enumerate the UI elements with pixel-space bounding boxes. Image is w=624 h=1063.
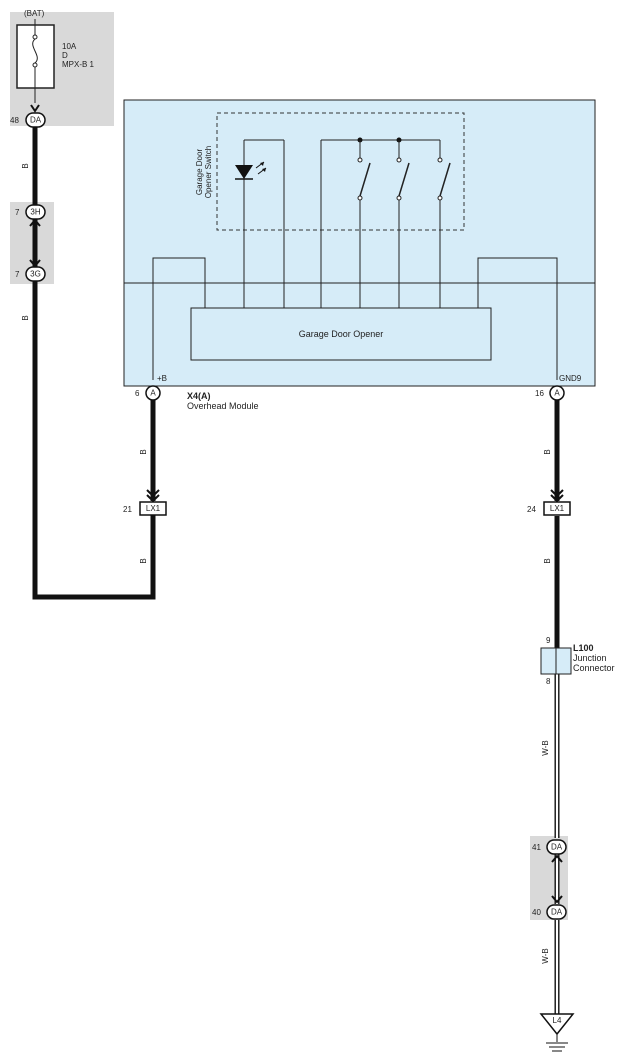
junction-id: L100 <box>573 643 594 653</box>
da40-pin: 40 <box>532 908 541 917</box>
connector-lx1-left: LX1 21 <box>123 501 167 516</box>
connector-lx1-right: LX1 24 <box>527 501 571 516</box>
lx1-right-pin: 24 <box>527 505 536 514</box>
da-arrow-heads <box>551 854 563 904</box>
connector-da41: DA 41 <box>532 839 567 855</box>
ground-label: L4 <box>553 1016 562 1025</box>
connector-7-3g: 3G 7 <box>15 266 46 282</box>
da41-code: DA <box>551 843 563 852</box>
switch-label-2: Opener Switch <box>204 146 213 198</box>
connector-48-da: DA 48 <box>10 112 46 128</box>
connector-48-code: DA <box>30 116 42 125</box>
wire-color-l100-lower: W-B <box>541 740 550 755</box>
garage-door-opener-box <box>190 307 492 361</box>
module-name: Overhead Module <box>187 401 259 411</box>
connector-7-3h: 3H 7 <box>15 204 46 220</box>
gnd-internal-line <box>477 257 558 380</box>
connector-x4-pin16: A 16 <box>535 385 565 401</box>
thick-wires <box>32 127 560 648</box>
lx1-left-code: LX1 <box>146 504 161 513</box>
x4-pin6-pin: 6 <box>135 389 140 398</box>
da41-pin: 41 <box>532 843 541 852</box>
junction-name-2: Connector <box>573 663 615 673</box>
x4-pin16-code: A <box>554 389 560 398</box>
junction-pin-top: 9 <box>546 636 551 645</box>
garage-door-opener-label: Garage Door Opener <box>299 329 384 339</box>
plus-b-label: +B <box>157 374 167 383</box>
switch-label-1: Garage Door <box>195 149 204 196</box>
arrow-heads <box>29 218 564 503</box>
lx1-right-code: LX1 <box>550 504 565 513</box>
fuse-icon <box>32 25 38 88</box>
wire-color-x4-left: B <box>139 449 148 454</box>
da40-code: DA <box>551 908 563 917</box>
switches-icon <box>320 137 451 308</box>
connector-x4-pin6: A 6 <box>135 385 161 401</box>
fuse-name: MPX-B 1 <box>62 60 95 69</box>
connector-3h-code: 3H <box>30 208 40 217</box>
wire-color-x4-right: B <box>543 449 552 454</box>
connector-3g-code: 3G <box>30 270 41 279</box>
wire-color-da40-lower: W-B <box>541 948 550 963</box>
junction-name-1: Junction <box>573 653 607 663</box>
wire-color-left-upper: B <box>21 163 30 168</box>
fuse-letter: D <box>62 51 68 60</box>
connector-3h-pin: 7 <box>15 208 20 217</box>
connector-48-pin: 48 <box>10 116 19 125</box>
lx1-left-pin: 21 <box>123 505 132 514</box>
wire-color-lx1-left: B <box>139 558 148 563</box>
plus-b-internal-line <box>152 257 206 380</box>
x4-pin6-code: A <box>150 389 156 398</box>
module-id: X4(A) <box>187 391 211 401</box>
ground-l4: L4 <box>539 1013 575 1052</box>
wire-color-lx1-right: B <box>543 558 552 563</box>
x4-pin16-pin: 16 <box>535 389 544 398</box>
connector-da40: DA 40 <box>532 904 567 920</box>
battery-label: (BAT) <box>24 9 45 18</box>
arrow-down-icon <box>30 104 40 113</box>
junction-pin-bottom: 8 <box>546 677 551 686</box>
fuse-amp: 10A <box>62 42 77 51</box>
gnd-label: GND9 <box>559 374 582 383</box>
led-icon <box>235 139 285 308</box>
connector-3g-pin: 7 <box>15 270 20 279</box>
junction-connector-l100: 9 8 L100 Junction Connector <box>540 636 615 686</box>
wire-color-left-lower: B <box>21 315 30 320</box>
